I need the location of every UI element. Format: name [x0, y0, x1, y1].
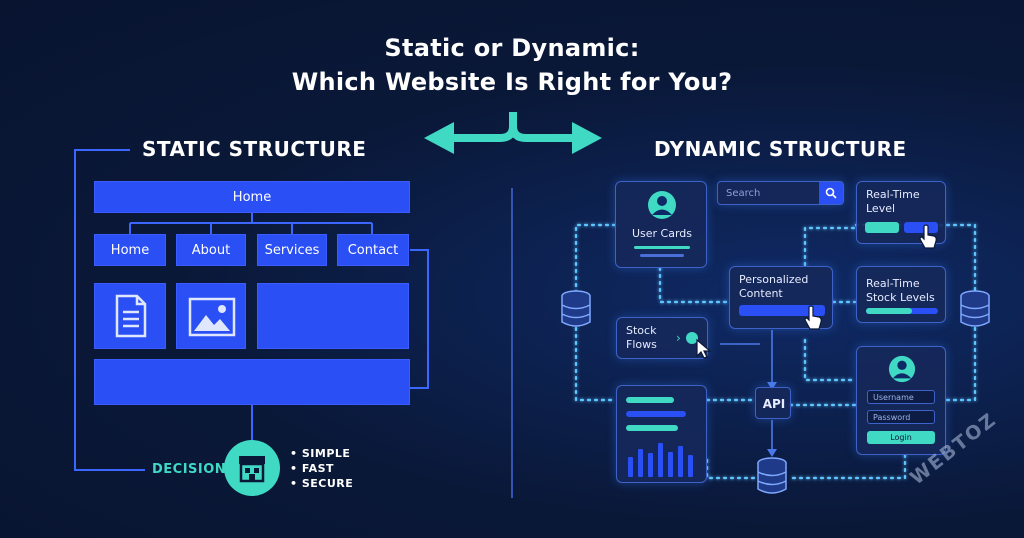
cursor-icon [696, 338, 712, 359]
api-label: API [762, 397, 786, 411]
level-toggle-off[interactable] [904, 222, 938, 233]
login-button[interactable]: Login [867, 431, 935, 444]
image-icon [188, 297, 236, 337]
password-placeholder: Password [873, 413, 911, 422]
footer-block [94, 359, 410, 405]
static-connectors [74, 149, 429, 471]
level-toggle-on[interactable] [865, 222, 899, 233]
stock-fill [866, 308, 912, 314]
dynamic-heading: DYNAMIC STRUCTURE [654, 137, 907, 161]
login-panel: Username Password Login [856, 346, 946, 455]
database-icon [960, 290, 990, 327]
home-bar: Home [94, 181, 410, 213]
storefront-icon [239, 456, 265, 483]
analytics-bar [626, 397, 674, 403]
search-button[interactable] [819, 182, 843, 204]
static-heading: STATIC STRUCTURE [142, 137, 367, 161]
decision-label: DECISION [152, 462, 227, 477]
nav-contact-label: Contact [347, 242, 399, 258]
username-placeholder: Username [873, 393, 914, 402]
home-bar-label: Home [232, 189, 272, 205]
search-bar[interactable]: Search [717, 181, 844, 205]
title-line-2: Which Website Is Right for You? [291, 68, 733, 96]
title-line-1: Static or Dynamic: [384, 34, 640, 62]
user-cards-line [634, 246, 690, 249]
document-tile [94, 283, 166, 349]
analytics-bar [626, 425, 678, 431]
user-icon [648, 191, 676, 219]
user-cards-panel: User Cards [615, 181, 707, 268]
divider [511, 188, 513, 498]
database-icon [561, 290, 591, 327]
chart-column [658, 443, 663, 477]
flow-dot [686, 332, 698, 344]
nav-services-label: Services [264, 242, 320, 258]
nav-services: Services [257, 234, 327, 266]
benefit-simple: • SIMPLE [290, 447, 351, 460]
personalized-bar[interactable] [739, 305, 825, 316]
benefit-secure: • SECURE [290, 477, 354, 490]
nav-about-label: About [191, 242, 231, 258]
username-field[interactable]: Username [867, 390, 935, 404]
nav-home-label: Home [110, 242, 150, 258]
database-icon [757, 457, 787, 494]
chart-column [668, 452, 673, 477]
chart-column [638, 449, 643, 477]
password-field[interactable]: Password [867, 410, 935, 424]
double-arrow-icon [424, 112, 602, 154]
chevron-right-icon: › [676, 331, 681, 345]
personalized-content-panel: Personalized Content [729, 266, 833, 330]
realtime-level-label: Real-Time Level [866, 188, 920, 215]
user-icon [888, 355, 916, 383]
chart-column [678, 446, 683, 477]
pointer-hand-icon [804, 305, 822, 330]
personalized-content-label: Personalized Content [739, 273, 809, 300]
analytics-bar [626, 411, 686, 417]
chart-column [628, 457, 633, 477]
analytics-panel [616, 385, 707, 483]
nav-home: Home [94, 234, 166, 266]
user-cards-label: User Cards [631, 227, 693, 240]
stock-flows-panel: Stock Flows › [616, 317, 712, 359]
search-icon [825, 187, 837, 199]
pointer-hand-icon [919, 224, 937, 249]
stock-flows-label: Stock Flows [626, 324, 657, 351]
content-block [257, 283, 409, 349]
api-node: API [755, 387, 791, 419]
login-button-label: Login [890, 433, 912, 442]
nav-contact: Contact [337, 234, 409, 266]
chart-column [648, 453, 653, 477]
chart-column [688, 455, 693, 477]
document-icon [115, 294, 147, 338]
search-input[interactable]: Search [726, 188, 761, 199]
realtime-level-panel: Real-Time Level [856, 181, 946, 249]
decision-badge [224, 440, 280, 496]
user-cards-line [640, 254, 684, 257]
benefit-fast: • FAST [290, 462, 335, 475]
realtime-stock-panel: Real-Time Stock Levels [856, 266, 946, 323]
nav-about: About [176, 234, 246, 266]
image-tile [176, 283, 246, 349]
realtime-stock-label: Real-Time Stock Levels [866, 277, 935, 304]
